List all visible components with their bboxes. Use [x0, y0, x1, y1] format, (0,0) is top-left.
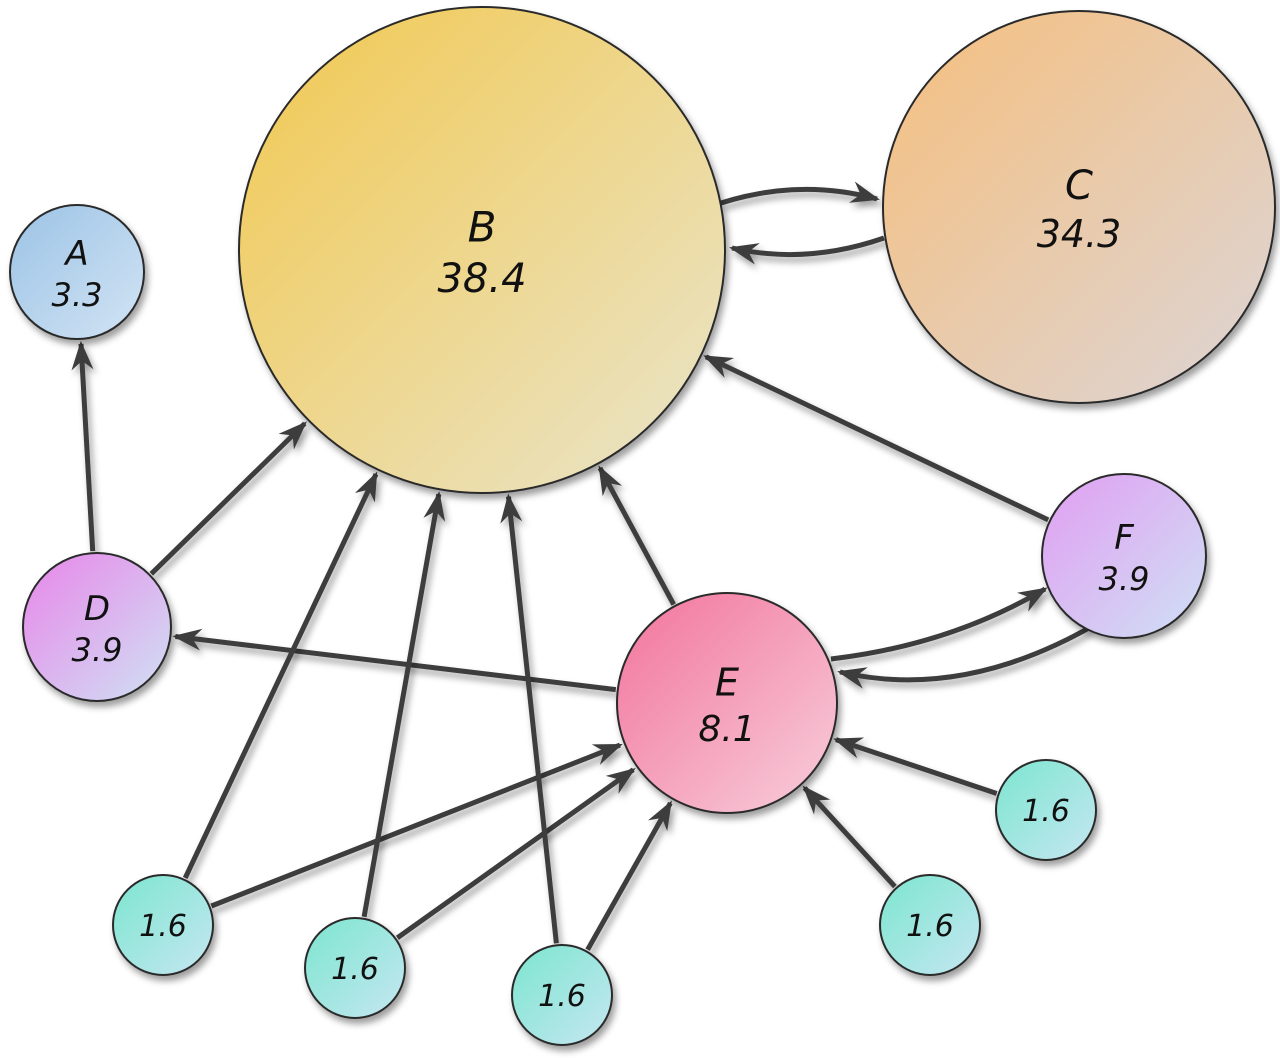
node-label: B: [468, 203, 497, 252]
node-value: 8.1: [698, 709, 755, 750]
node-value: 1.6: [139, 909, 187, 944]
edge-F-E-arrow: [837, 625, 1091, 689]
node-circle-K: [995, 759, 1097, 861]
node-circle-D: [22, 552, 172, 702]
edge-D-A-arrow: [71, 340, 96, 552]
node-circle-J: [879, 874, 981, 976]
edge-K-E-arrow: [833, 737, 998, 796]
node-1.6: 1.6: [995, 759, 1097, 861]
node-circle-A: [9, 204, 145, 340]
edge-H-B-arrow: [361, 491, 446, 918]
node-value: 3.9: [72, 631, 123, 669]
node-1.6: 1.6: [511, 944, 613, 1046]
node-value: 1.6: [1022, 794, 1070, 829]
node-label: C: [1065, 163, 1093, 209]
node-circle-C: [882, 10, 1276, 404]
edge-I-E-arrow: [585, 800, 673, 951]
node-B: B38.4: [238, 6, 726, 494]
edge-C-B-arrow: [729, 235, 885, 265]
edge-E-B-arrow: [597, 465, 676, 606]
node-1.6: 1.6: [304, 917, 406, 1019]
node-A: A3.3: [9, 204, 145, 340]
node-circle-I: [511, 944, 613, 1046]
node-value: 1.6: [538, 979, 586, 1014]
node-circle-G: [112, 874, 214, 976]
node-circle-H: [304, 917, 406, 1019]
node-label: E: [715, 660, 739, 704]
node-circle-E: [616, 592, 838, 814]
edge-G-E-arrow: [210, 742, 623, 909]
edge-J-E-arrow: [802, 785, 897, 889]
node-1.6: 1.6: [879, 874, 981, 976]
node-D: D3.9: [22, 552, 172, 702]
node-label: D: [84, 589, 110, 629]
node-value: 38.4: [437, 256, 526, 302]
node-E: E 8.1: [616, 592, 838, 814]
node-value: 3.9: [1099, 560, 1150, 598]
node-label: F: [1114, 518, 1134, 558]
node-1.6: 1.6: [112, 874, 214, 976]
node-value: 1.6: [906, 909, 954, 944]
node-circle-F: [1041, 473, 1207, 639]
edge-F-B-arrow: [703, 354, 1050, 523]
edge-B-C-arrow: [720, 181, 880, 206]
node-label: A: [63, 234, 88, 274]
edge-layer: [71, 181, 1091, 951]
node-value: 1.6: [331, 952, 379, 987]
edge-I-B-arrow: [500, 493, 559, 944]
node-value: 3.3: [52, 276, 103, 314]
node-layer: A3.3B38.4C34.3D3.9E8.1F3.91.61.61.61.61.…: [9, 6, 1276, 1046]
edge-H-E-arrow: [395, 767, 636, 940]
node-C: C34.3: [882, 10, 1276, 404]
edge-E-D-arrow: [172, 628, 617, 693]
node-F: F3.9: [1041, 473, 1207, 639]
edge-E-F-arrow: [830, 586, 1048, 662]
node-circle-B: [238, 6, 726, 494]
edge-D-B-arrow: [149, 421, 307, 576]
edge-G-B-arrow: [182, 471, 379, 880]
node-value: 34.3: [1037, 212, 1122, 256]
